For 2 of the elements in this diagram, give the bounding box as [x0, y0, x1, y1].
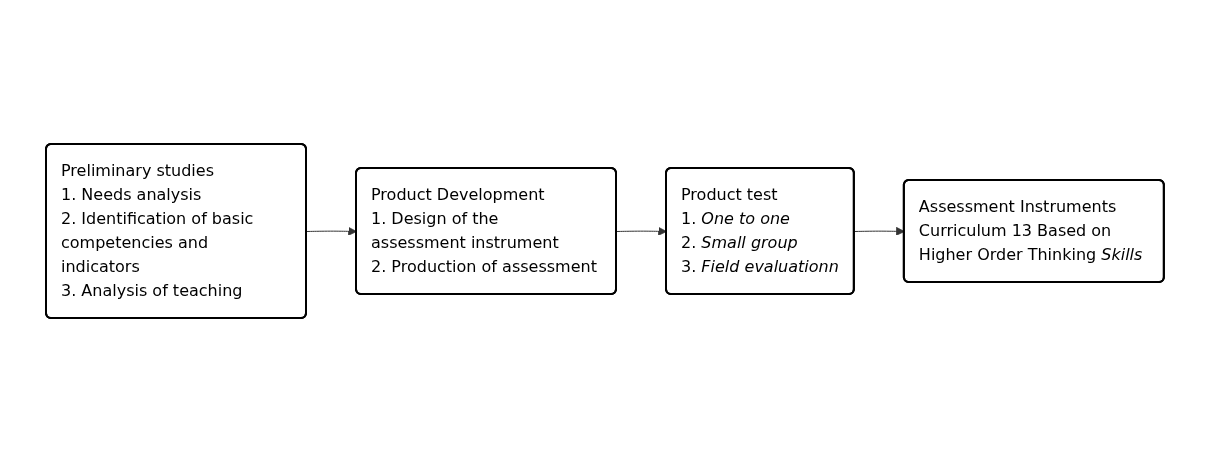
node-text: Preliminary studies 1. Needs analysis 2. Identification of basic competencies and indicators 3. Analysis of teaching — [60, 161, 253, 300]
node-text: Product Development 1. Design of the assessment instrument 2. Production of assessment — [370, 185, 597, 276]
